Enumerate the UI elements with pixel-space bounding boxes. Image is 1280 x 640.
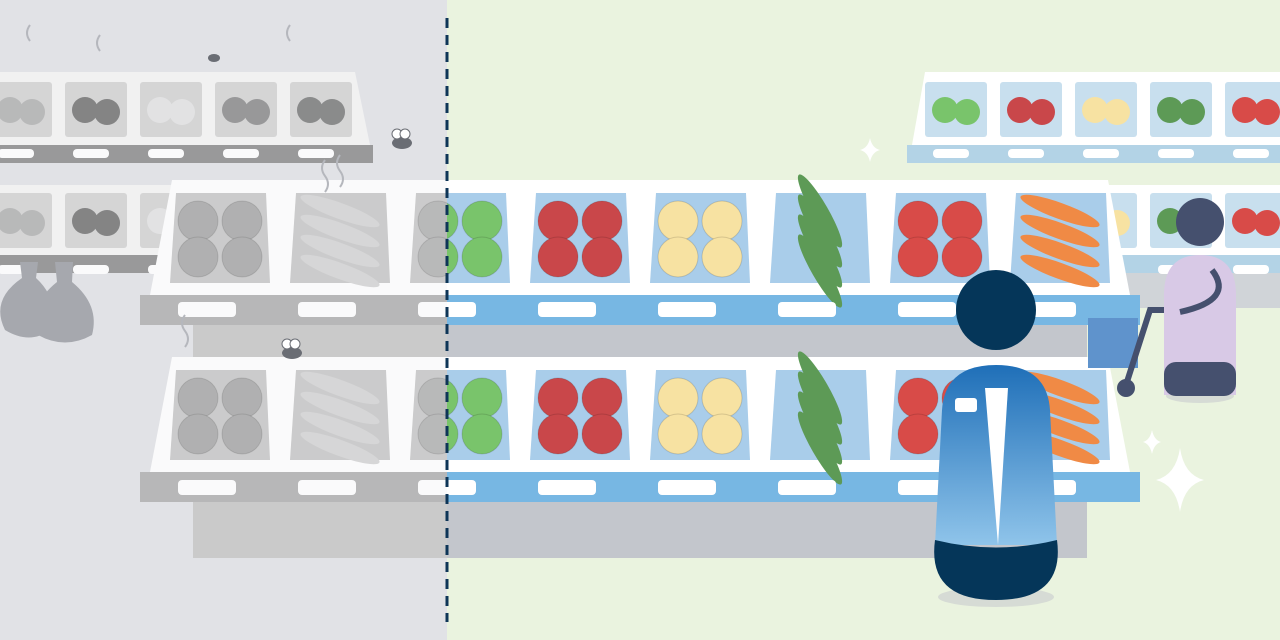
leeks-item <box>797 391 843 465</box>
back-produce <box>1007 97 1033 123</box>
leeks-item <box>797 411 843 485</box>
carrots-item <box>1020 234 1100 268</box>
onions-item <box>657 413 699 455</box>
back-produce <box>1179 99 1205 125</box>
price-tag <box>538 302 596 317</box>
back-produce <box>954 99 980 125</box>
onions-item <box>657 236 699 278</box>
produce-bin-leeks <box>770 351 870 485</box>
back-produce <box>1254 210 1280 236</box>
back-produce <box>1232 208 1258 234</box>
price-tag <box>778 480 836 495</box>
back-produce <box>932 97 958 123</box>
onions-item <box>701 413 743 455</box>
onions-item <box>657 200 699 242</box>
onions-item <box>701 377 743 419</box>
back-produce <box>1232 97 1258 123</box>
back-produce <box>1157 97 1183 123</box>
robot-head <box>956 270 1036 350</box>
produce-bin-carrots <box>1010 193 1110 288</box>
shopper-with-cart <box>1088 198 1236 403</box>
red-apples-item <box>537 236 579 278</box>
red-apples-item <box>581 236 623 278</box>
peppers-item <box>897 377 939 419</box>
trash-bags <box>0 262 94 343</box>
back-produce <box>1104 99 1130 125</box>
carrots-item <box>1020 194 1100 228</box>
produce-bin-red-apples <box>530 193 630 283</box>
price-tag <box>933 149 969 158</box>
price-tag <box>1233 149 1269 158</box>
price-tag <box>1008 149 1044 158</box>
price-tag <box>1233 265 1269 274</box>
produce-bin-onions <box>650 193 750 283</box>
leeks-item <box>797 371 843 445</box>
red-apples-item <box>537 200 579 242</box>
price-tag <box>778 302 836 317</box>
red-apples-item <box>581 413 623 455</box>
green-apples-item <box>461 413 503 455</box>
peppers-item <box>897 236 939 278</box>
peppers-item <box>941 236 983 278</box>
produce-bin-leeks <box>770 174 870 308</box>
price-tag <box>898 302 956 317</box>
price-tag <box>658 480 716 495</box>
price-tag <box>538 480 596 495</box>
leeks-item <box>797 234 843 308</box>
peppers-item <box>897 200 939 242</box>
leeks-item <box>797 194 843 268</box>
onions-item <box>657 377 699 419</box>
produce-bin-onions <box>650 370 750 460</box>
price-tag <box>1083 149 1119 158</box>
leeks-item <box>797 351 843 425</box>
back-produce <box>1029 99 1055 125</box>
onions-item <box>701 200 743 242</box>
onions-item <box>701 236 743 278</box>
red-apples-item <box>581 200 623 242</box>
peppers-item <box>897 413 939 455</box>
back-produce <box>1157 208 1183 234</box>
produce-bin-peppers <box>890 193 990 283</box>
red-apples-item <box>537 413 579 455</box>
back-produce <box>1254 99 1280 125</box>
peppers-item <box>941 200 983 242</box>
fly-icons <box>208 54 412 359</box>
green-apples-item <box>461 377 503 419</box>
leeks-item <box>797 174 843 248</box>
robot-assistant <box>934 270 1058 607</box>
shopper-head <box>1176 198 1224 246</box>
produce-bin-red-apples <box>530 370 630 460</box>
price-tag <box>658 302 716 317</box>
price-tag <box>1158 149 1194 158</box>
stink-lines <box>26 24 344 348</box>
green-apples-item <box>461 236 503 278</box>
cart <box>1088 318 1138 368</box>
sparkle-icons <box>860 138 1204 512</box>
leeks-item <box>797 214 843 288</box>
carrots-item <box>1020 254 1100 288</box>
red-apples-item <box>537 377 579 419</box>
carrots-item <box>1020 371 1100 405</box>
carrots-item <box>1020 214 1100 248</box>
back-produce <box>1082 97 1108 123</box>
red-apples-item <box>581 377 623 419</box>
green-apples-item <box>461 200 503 242</box>
